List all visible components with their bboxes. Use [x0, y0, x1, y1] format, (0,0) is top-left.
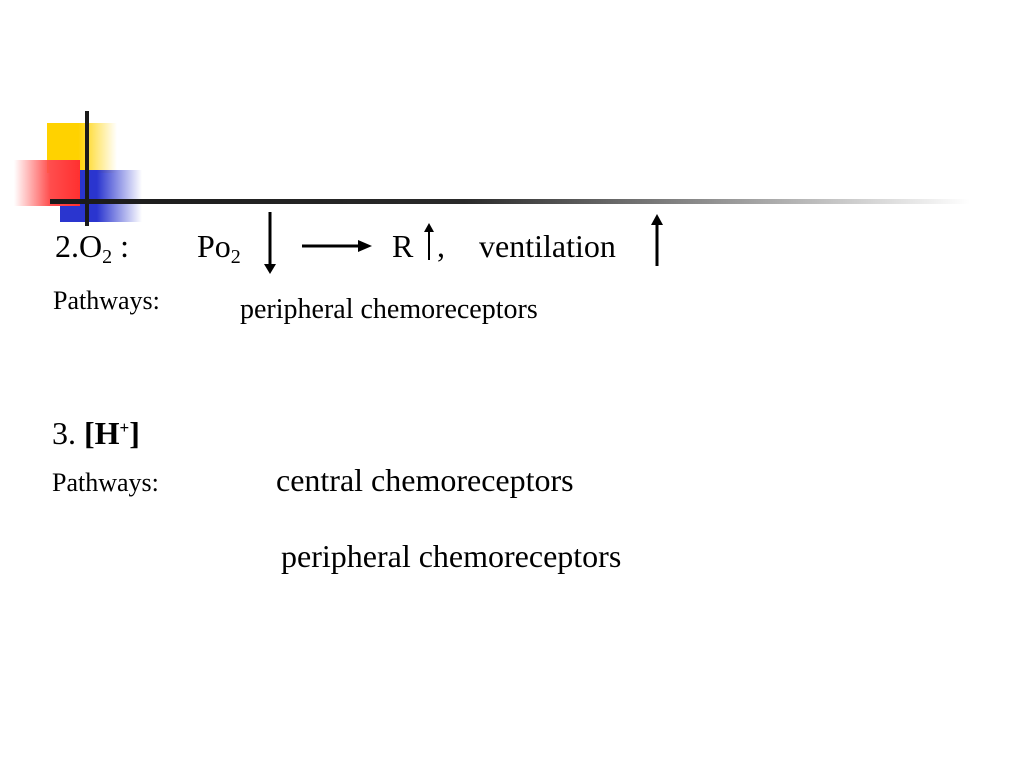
item2-species: O — [79, 228, 103, 264]
item2-comma: , — [437, 228, 445, 264]
arrow-up-icon — [424, 223, 434, 260]
pathway-peripheral-chemoreceptors: peripheral chemoreceptors — [240, 294, 538, 325]
arrow-down-icon — [264, 212, 276, 274]
item3-species: [H+] — [84, 415, 140, 451]
item2-colon: : — [120, 228, 129, 264]
decorative-horizontal-line — [50, 199, 970, 204]
item2-response: R — [392, 228, 414, 264]
item2-outcome: ventilation — [479, 228, 616, 264]
item2-stimulus-text: Po — [197, 228, 231, 264]
pathways-label: Pathways: — [53, 286, 160, 315]
item2-number: 2. — [55, 228, 79, 264]
item2-stimulus-subscript: 2 — [230, 246, 241, 268]
item2-stimulus: Po2 — [197, 228, 241, 267]
pathway-peripheral-chemoreceptors: peripheral chemoreceptors — [281, 538, 622, 574]
decorative-vertical-line — [85, 111, 89, 226]
pathways-label: Pathways: — [52, 468, 159, 497]
arrow-right-icon — [302, 240, 372, 252]
item3-species-superscript: + — [119, 418, 130, 437]
decorative-red-square — [14, 160, 80, 206]
item2-species-subscript: 2 — [102, 246, 113, 268]
item2-heading: 2.O2 : — [55, 228, 129, 267]
pathway-central-chemoreceptors: central chemoreceptors — [276, 462, 574, 498]
item3-number: 3. — [52, 415, 76, 451]
arrow-up-icon — [651, 214, 663, 266]
item3-heading: 3. [H+] — [52, 417, 140, 449]
